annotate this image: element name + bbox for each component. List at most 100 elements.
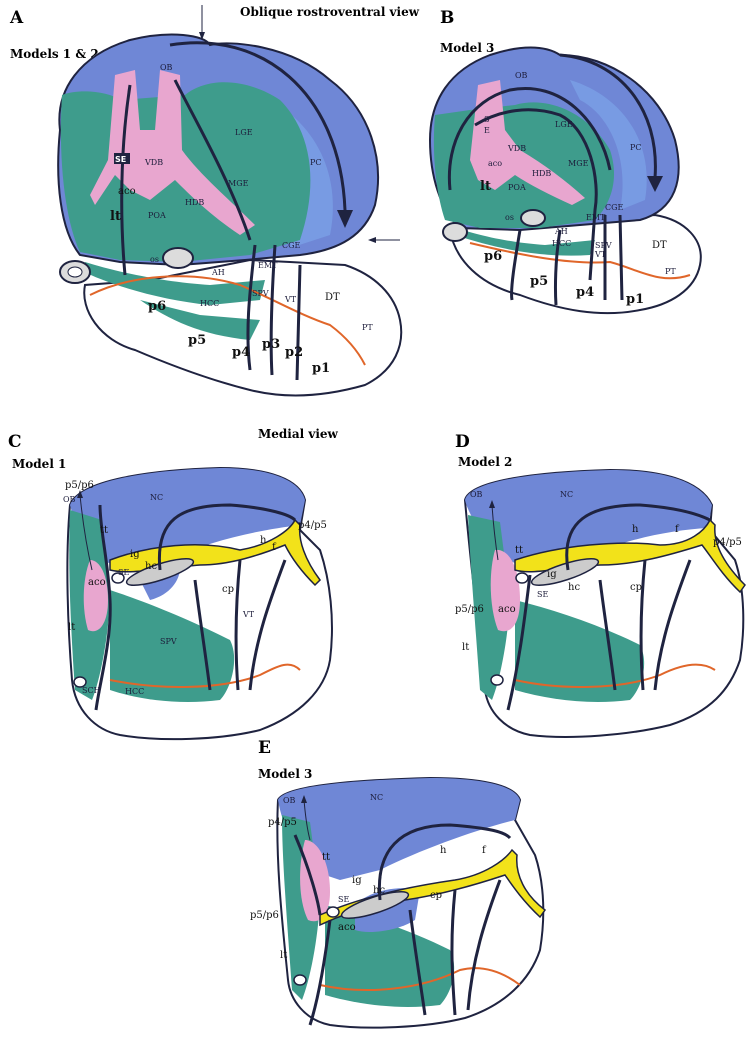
panel-e-title: Model 3	[258, 767, 312, 781]
panel-b-label-poa: POA	[508, 183, 526, 192]
panel-c-label-aco: aco	[88, 577, 106, 588]
panel-b-optic-stalk-right	[521, 210, 545, 226]
panel-c-label-vt: VT	[242, 610, 255, 619]
panel-d-label-hc: hc	[568, 582, 580, 593]
panel-a-diagram: OB PC LGE MGE SE VDB HDB aco lt POA os A…	[58, 5, 401, 395]
panel-a-label-hcc: HCC	[200, 299, 219, 308]
panel-d-label-p5p6: p5/p6	[455, 604, 484, 615]
panel-a-label-p2: p2	[285, 345, 303, 360]
panel-e-label-p4p5: p4/p5	[268, 817, 297, 828]
panel-c-label-hcc: HCC	[125, 687, 144, 696]
panel-a-label-ah: AH	[211, 268, 225, 277]
panel-b-label-pc: PC	[630, 143, 642, 152]
panel-c-label-spv: SPV	[160, 637, 177, 646]
panel-a-label-p1: p1	[312, 361, 330, 376]
panel-e-label-hc: hc	[373, 885, 385, 896]
panel-b-label-lge: LGE	[555, 120, 573, 129]
panel-a-label-p3: p3	[262, 337, 280, 352]
panel-d-label-tt: tt	[515, 545, 523, 556]
panel-c-label-nc: NC	[150, 493, 163, 502]
panel-b-label-p1: p1	[626, 292, 644, 307]
panel-b-label-aco: aco	[488, 159, 502, 168]
panel-b-letter: B	[440, 8, 454, 28]
panel-b-optic-stalk-left	[443, 223, 467, 241]
panel-e-letter: E	[258, 738, 271, 758]
panel-d-label-nc: NC	[560, 490, 573, 499]
panel-b-label-ob: OB	[515, 71, 528, 80]
panel-b-label-ah: AH	[554, 227, 568, 236]
panel-b-label-vt: VT	[594, 250, 607, 259]
panel-d-label-se: SE	[537, 590, 548, 599]
panel-b-label-p4: p4	[576, 285, 594, 300]
panel-b-label-emt: EMT	[586, 213, 606, 222]
panel-e-label-tt: tt	[322, 852, 330, 863]
panel-c-label-h: h	[260, 535, 267, 546]
panel-b-label-spv: SPV	[595, 241, 612, 250]
panel-a-label-hdb: HDB	[185, 198, 204, 207]
panel-d-label-ob: OB	[470, 490, 483, 499]
panel-b-label-hcc: HCC	[552, 239, 571, 248]
panel-e-label-aco: aco	[338, 922, 356, 933]
panel-b-label-p5: p5	[530, 274, 548, 289]
panel-b-diagram: OB S E LGE PC VDB MGE aco HDB lt POA os …	[430, 48, 701, 314]
panel-a-label-lt: lt	[110, 209, 121, 224]
panel-c-label-cp: cp	[222, 584, 234, 595]
panel-c-letter: C	[8, 432, 22, 452]
heading-oblique-view: Oblique rostroventral view	[240, 5, 420, 19]
panel-a-label-p5: p5	[188, 333, 206, 348]
panel-c-label-lt: lt	[68, 622, 75, 633]
panel-c-title: Model 1	[12, 457, 66, 471]
panel-b-label-s: S	[484, 115, 489, 124]
panel-b-label-e: E	[484, 126, 490, 135]
panel-e-label-ob: OB	[283, 796, 296, 805]
panel-a-label-spv: SPV	[252, 289, 269, 298]
panel-b-label-vdb: VDB	[507, 144, 526, 153]
panel-c-label-hc: hc	[145, 561, 157, 572]
panel-e-label-cp: cp	[430, 890, 442, 901]
panel-b-label-mge: MGE	[568, 159, 589, 168]
panel-a-label-vdb: VDB	[144, 158, 163, 167]
panel-d-label-aco: aco	[498, 604, 516, 615]
panel-b-label-p6: p6	[484, 249, 502, 264]
panel-a-label-aco: aco	[118, 186, 136, 197]
panel-a-label-poa: POA	[148, 211, 166, 220]
panel-a-label-pc: PC	[310, 158, 322, 167]
panel-d-title: Model 2	[458, 455, 512, 469]
panel-a-title: Models 1 & 2	[10, 47, 99, 61]
panel-e-label-h: h	[440, 845, 447, 856]
panel-c-label-tt: tt	[100, 525, 108, 536]
panel-c-label-ig: ig	[130, 549, 140, 560]
panel-a-label-dt: DT	[325, 292, 340, 303]
panel-a-label-cge: CGE	[282, 241, 301, 250]
panel-e-label-nc: NC	[370, 793, 383, 802]
panel-a-label-mge: MGE	[228, 179, 249, 188]
panel-c-label-ob: OB	[63, 495, 76, 504]
panel-d-label-ig: ig	[547, 569, 557, 580]
panel-c-label-sch: SCH	[82, 686, 101, 695]
panel-a-optic-stalk-right	[163, 248, 193, 268]
panel-c-label-p5p6: p5/p6	[65, 480, 94, 491]
panel-a-label-emt: EMT	[258, 261, 278, 270]
panel-b-label-dt: DT	[652, 240, 667, 251]
panel-c-label-p4p5: p4/p5	[298, 520, 327, 531]
panel-b-label-pt: PT	[665, 267, 676, 276]
panel-b-label-cge: CGE	[605, 203, 624, 212]
panel-a-label-p4: p4	[232, 345, 250, 360]
panel-a-label-pt: PT	[362, 323, 373, 332]
panel-e-diagram: OB NC p4/p5 tt ig SE hc h f cp p5/p6 aco…	[250, 778, 545, 1028]
panel-d-letter: D	[455, 432, 470, 452]
panel-a-label-lge: LGE	[235, 128, 253, 137]
panel-e-label-p5p6: p5/p6	[250, 910, 279, 921]
panel-e-label-lt: lt	[280, 950, 287, 961]
panel-a-label-se: SE	[115, 155, 126, 164]
panel-b-label-lt: lt	[480, 179, 491, 194]
panel-d-label-cp: cp	[630, 582, 642, 593]
panel-b-title: Model 3	[440, 41, 494, 55]
panel-a-letter: A	[9, 8, 24, 28]
panel-a-label-p6: p6	[148, 299, 166, 314]
panel-a-label-vt: VT	[284, 295, 297, 304]
panel-a-label-ob: OB	[160, 63, 173, 72]
heading-medial-view: Medial view	[258, 427, 339, 441]
panel-d-label-lt: lt	[462, 642, 469, 653]
